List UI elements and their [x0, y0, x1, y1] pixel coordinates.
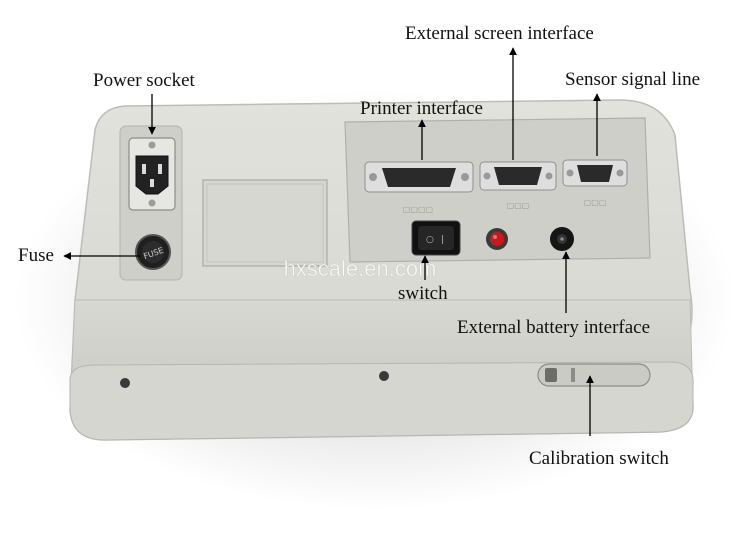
label-sensor-signal-line: Sensor signal line [565, 69, 701, 90]
screw-hole-left [120, 378, 130, 388]
red-button-icon [486, 228, 508, 250]
screw-hole-middle [379, 371, 389, 381]
svg-text:|: | [441, 235, 444, 245]
watermark-text: hxscale.en.com [284, 256, 437, 281]
svg-text:▢▢▢: ▢▢▢ [507, 201, 530, 210]
svg-text:○: ○ [426, 235, 434, 245]
label-printer-interface: Printer interface [360, 98, 483, 119]
sensor-port-icon: ▢▢▢ [562, 159, 628, 207]
callout-arrows [63, 47, 601, 436]
svg-text:▢▢▢: ▢▢▢ [584, 198, 607, 207]
label-switch: switch [398, 283, 448, 304]
power-socket-icon [128, 137, 176, 211]
label-calibration-switch: Calibration switch [529, 448, 669, 469]
printer-port-icon: ▢▢▢▢ [364, 161, 474, 214]
label-fuse: Fuse [18, 245, 54, 266]
screen-port-icon: ▢▢▢ [479, 161, 557, 210]
label-external-screen-interface: External screen interface [405, 23, 594, 44]
rocker-switch-icon: ○ | [411, 220, 461, 256]
calibration-switch-icon [537, 363, 651, 387]
svg-text:▢▢▢▢: ▢▢▢▢ [403, 205, 433, 214]
label-plate [202, 179, 328, 267]
label-external-battery-interface: External battery interface [457, 317, 651, 338]
battery-jack-icon [550, 227, 574, 251]
label-power-socket: Power socket [93, 70, 195, 91]
fuse-holder-icon: FUSE [135, 234, 171, 270]
